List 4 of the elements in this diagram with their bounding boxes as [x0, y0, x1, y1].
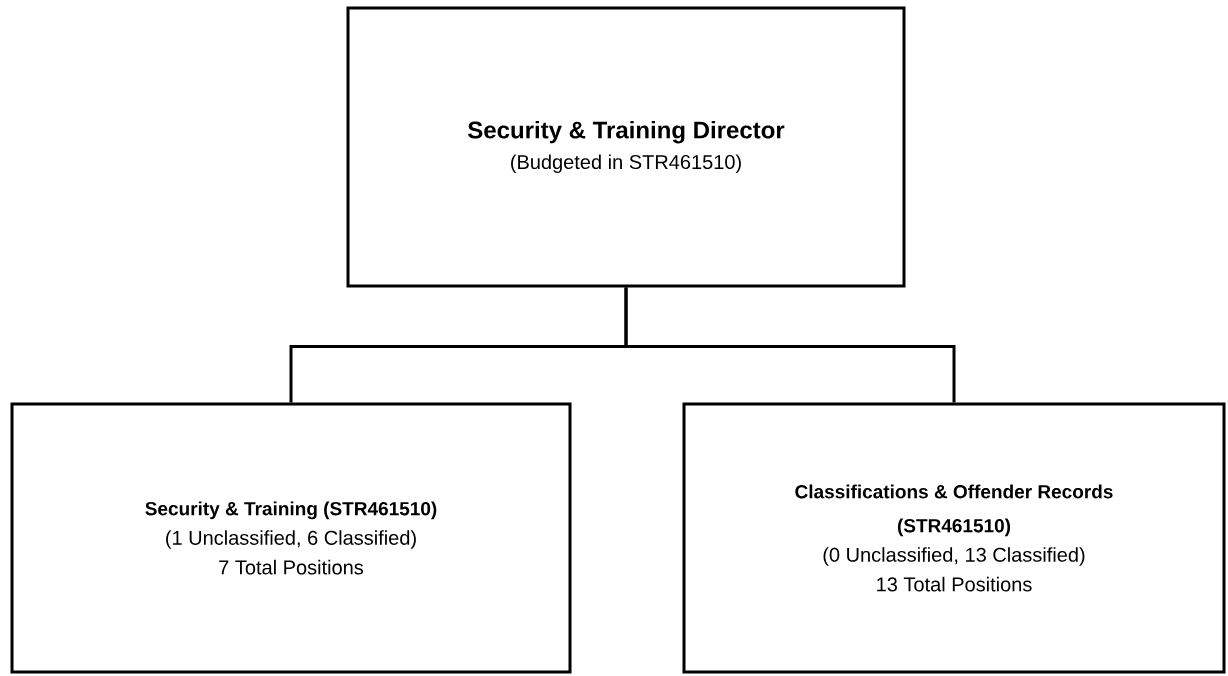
connector-line	[624, 287, 956, 403]
org-box: Security & Training (STR461510) (1 Unclassified, 6 Classified) 7 Total Positions	[10, 402, 572, 674]
org-box: Classifications & Offender Records (STR461510) (0 Unclassified, 13 Classified) 13 Total Positions	[682, 402, 1226, 674]
org-box: Security & Training Director (Budgeted in STR461510)	[346, 6, 906, 288]
